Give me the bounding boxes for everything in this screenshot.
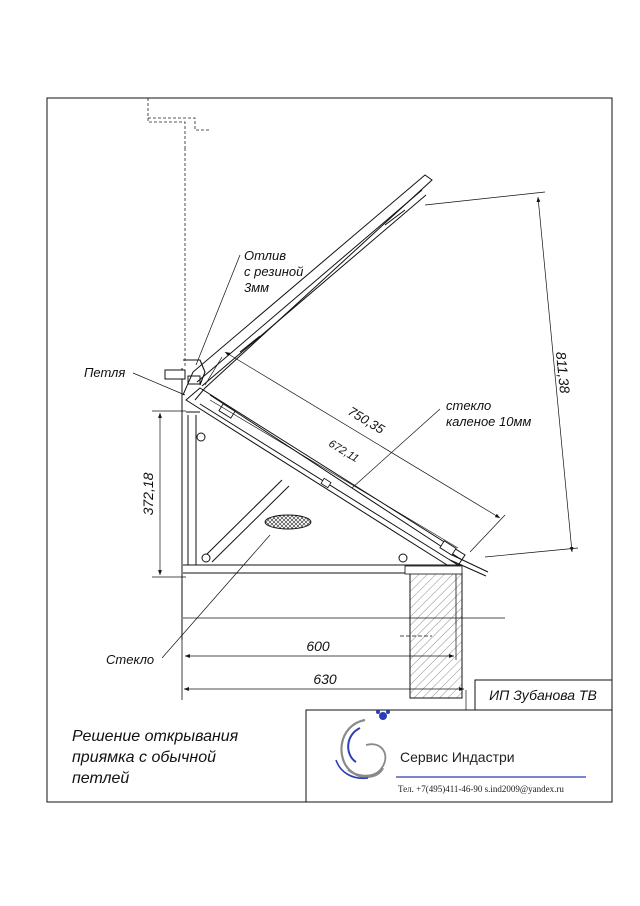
label-petlya: Петля xyxy=(84,365,125,380)
dim-600-text: 600 xyxy=(306,638,330,654)
pivot-bottom-left xyxy=(201,553,211,563)
dim-672-line xyxy=(209,399,459,549)
label-steklo: Стекло xyxy=(106,652,154,667)
dim-372-text: 372,18 xyxy=(140,472,156,515)
author-text: ИП Зубанова ТВ xyxy=(489,687,597,703)
company-logo xyxy=(335,710,390,780)
leaders xyxy=(132,254,441,659)
company-box xyxy=(305,709,613,803)
label-otliv-3: 3мм xyxy=(244,280,269,295)
hinge-plate xyxy=(164,369,186,380)
description-line-2: приямка с обычной xyxy=(72,749,216,766)
dim-372 xyxy=(152,410,186,578)
vent-grille xyxy=(264,514,312,530)
dim-811-text: 811,38 xyxy=(553,351,573,394)
building-wall xyxy=(147,98,210,368)
label-otliv-1: Отлив xyxy=(244,248,286,263)
label-steklo-kalenoe-1: стекло xyxy=(446,398,491,413)
bracket-top xyxy=(218,403,236,419)
company-contacts: Тел. +7(495)411-46-90 s.ind2009@yandex.r… xyxy=(398,784,564,794)
dim-630 xyxy=(184,687,467,710)
description-line-1: Решение открывания xyxy=(72,728,239,745)
dim-750-text: 750,35 xyxy=(345,403,387,437)
dim-672-text: 672,11 xyxy=(326,438,360,465)
description-line-3: петлей xyxy=(72,770,129,787)
bracket-bottom xyxy=(439,540,457,556)
pivot-top xyxy=(196,432,206,442)
concrete-wall xyxy=(409,572,463,699)
company-name: Сервис Индастри xyxy=(400,749,515,765)
dim-750 xyxy=(204,351,506,553)
wall-cap xyxy=(404,565,463,575)
dim-600 xyxy=(185,625,457,660)
dim-630-text: 630 xyxy=(313,671,337,687)
label-steklo-kalenoe-2: каленое 10мм xyxy=(446,414,531,429)
label-otliv-2: с резиной xyxy=(244,264,303,279)
flashing xyxy=(183,359,206,386)
sash-open xyxy=(182,174,433,401)
dim-811 xyxy=(424,191,579,558)
pivot-bottom-right xyxy=(398,553,408,563)
